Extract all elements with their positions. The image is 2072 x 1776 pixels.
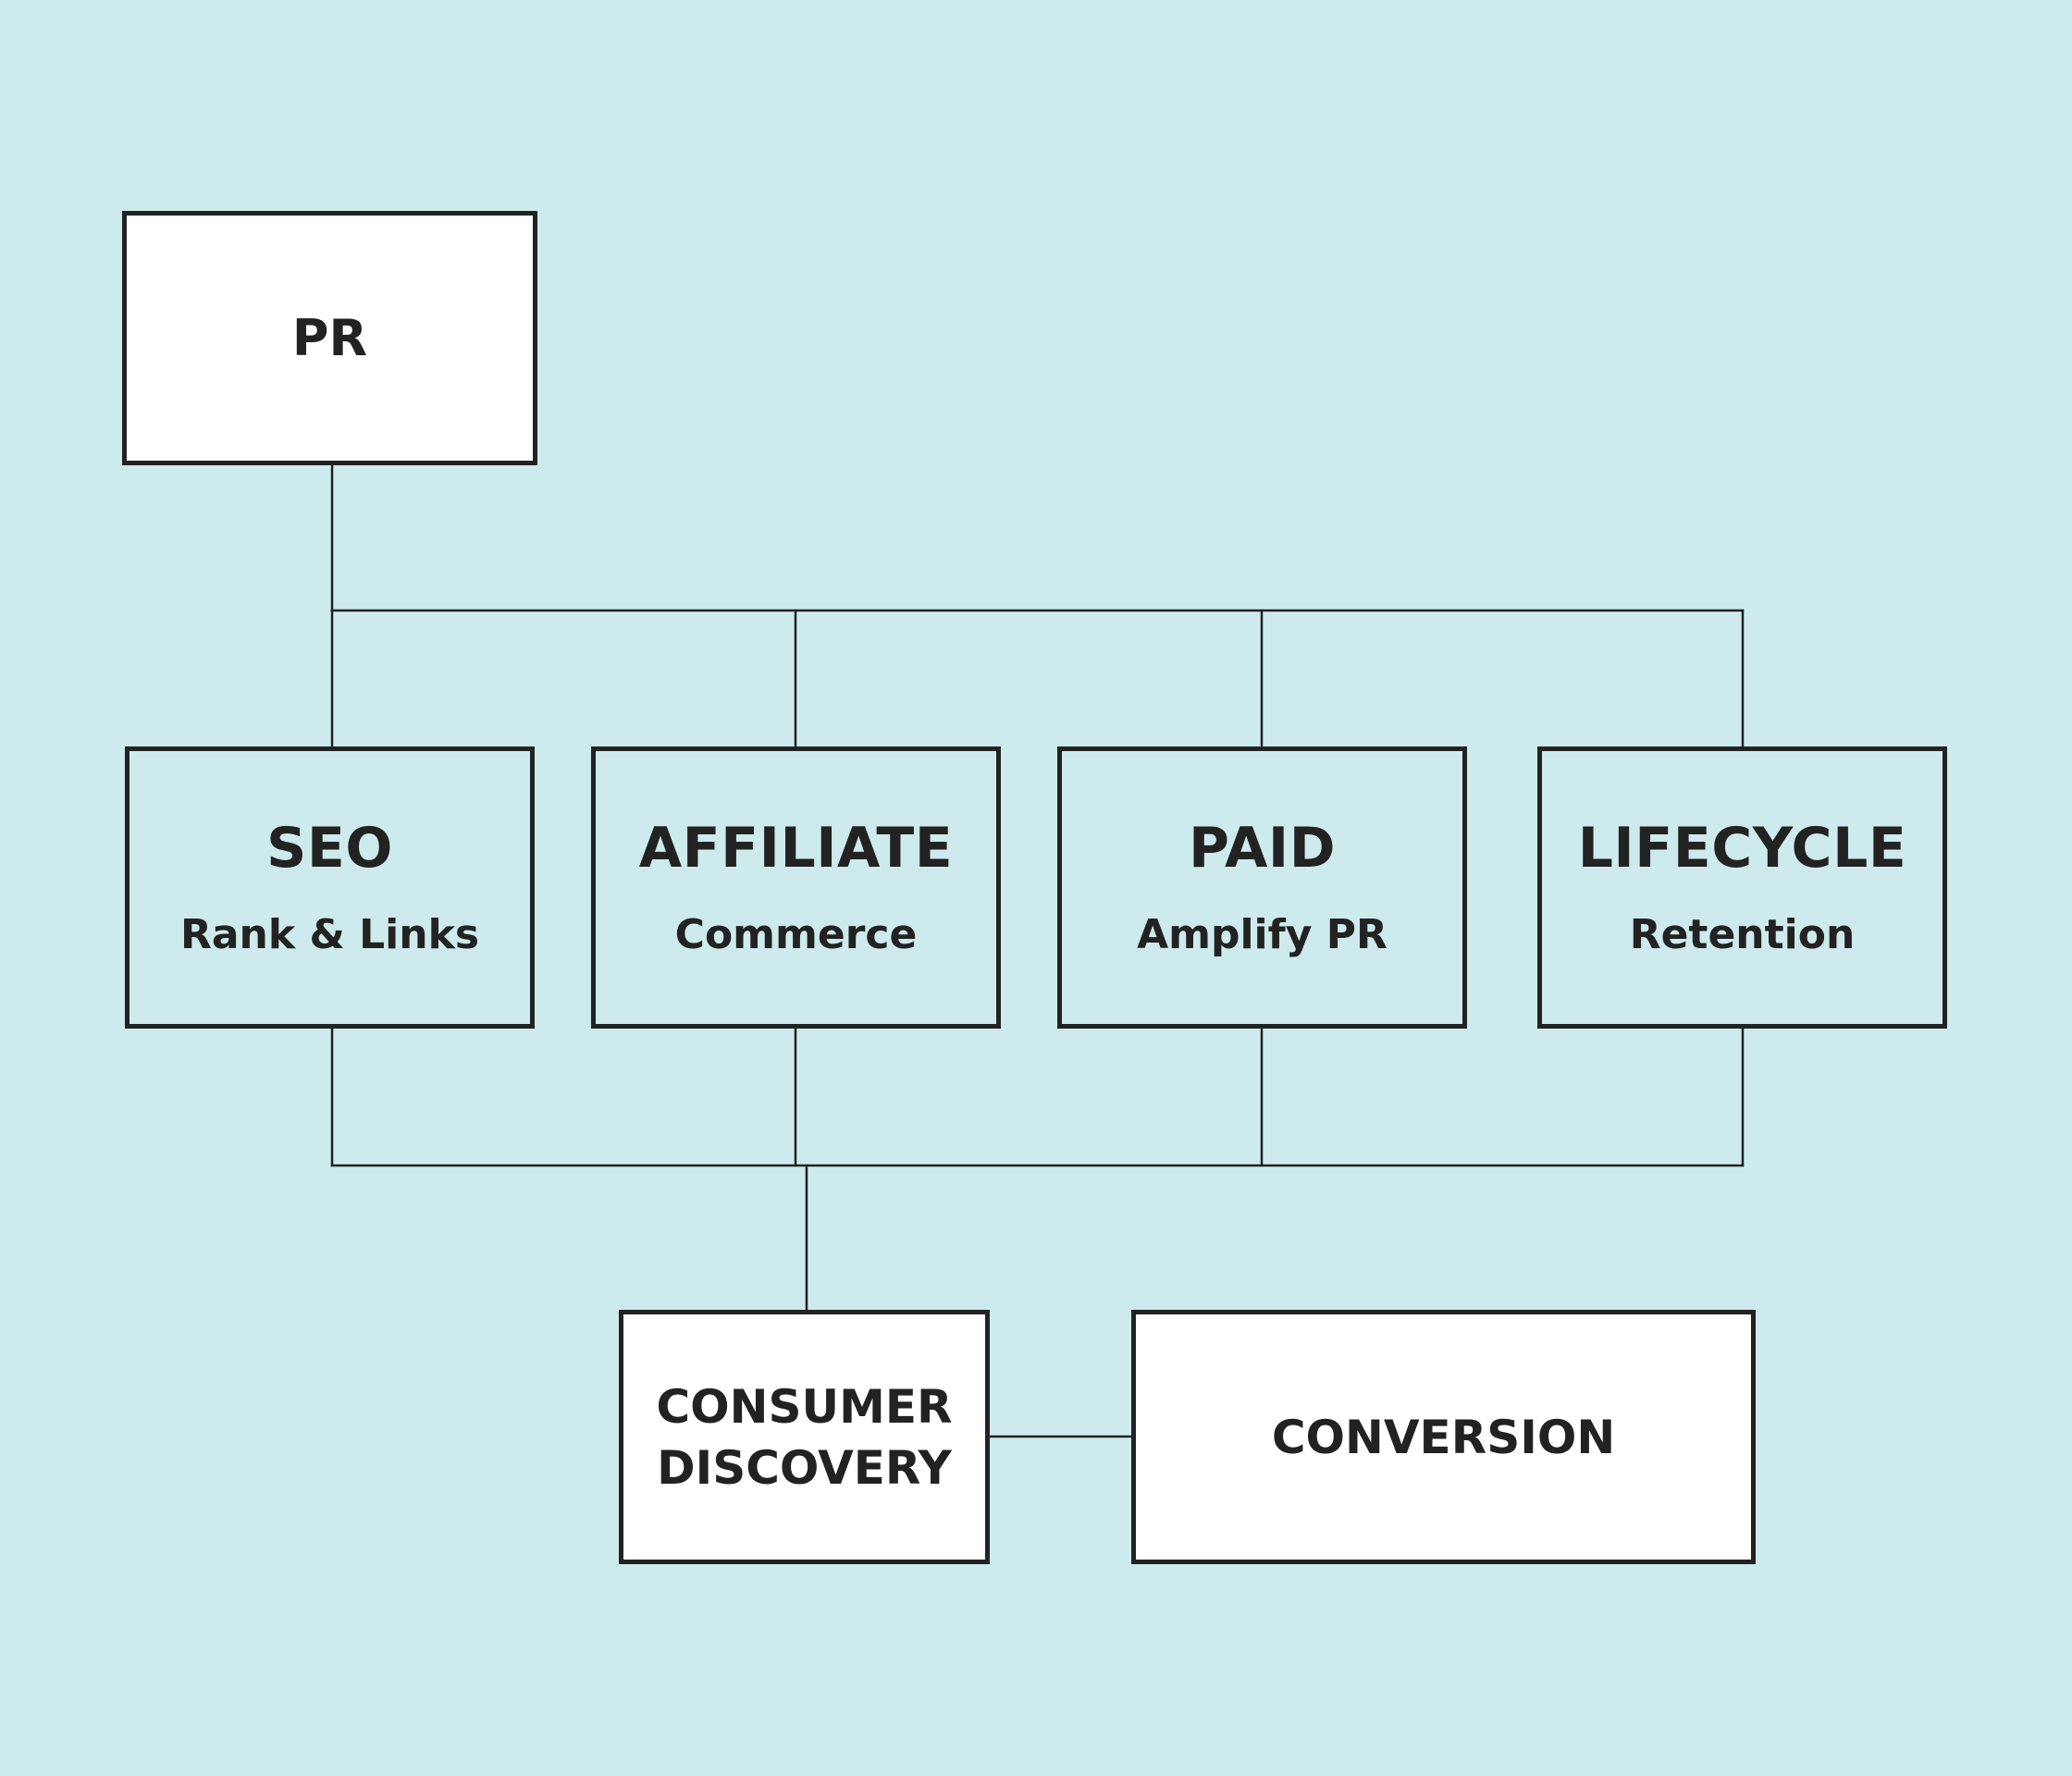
lifecycle-title: LIFECYCLE	[1577, 815, 1907, 881]
seo-subtitle: Rank & Links	[179, 910, 480, 958]
affiliate-subtitle: Commerce	[674, 910, 918, 958]
consumer-discovery-line1: CONSUMER	[656, 1379, 953, 1434]
consumer-discovery-line2: DISCOVERY	[657, 1440, 952, 1495]
affiliate-title: AFFILIATE	[638, 815, 954, 881]
lifecycle-box: LIFECYCLE Retention	[1537, 746, 1947, 1029]
paid-title: PAID	[1188, 815, 1337, 881]
conversion-box: CONVERSION	[1131, 1310, 1756, 1564]
conversion-label: CONVERSION	[1271, 1410, 1616, 1464]
seo-title: SEO	[266, 815, 393, 881]
pr-box: PR	[122, 211, 537, 465]
affiliate-box: AFFILIATE Commerce	[591, 746, 1001, 1029]
consumer-discovery-box: CONSUMER DISCOVERY	[619, 1310, 990, 1564]
pr-label: PR	[291, 309, 368, 367]
seo-box: SEO Rank & Links	[125, 746, 535, 1029]
paid-subtitle: Amplify PR	[1137, 910, 1388, 958]
paid-box: PAID Amplify PR	[1057, 746, 1467, 1029]
lifecycle-subtitle: Retention	[1629, 910, 1856, 958]
